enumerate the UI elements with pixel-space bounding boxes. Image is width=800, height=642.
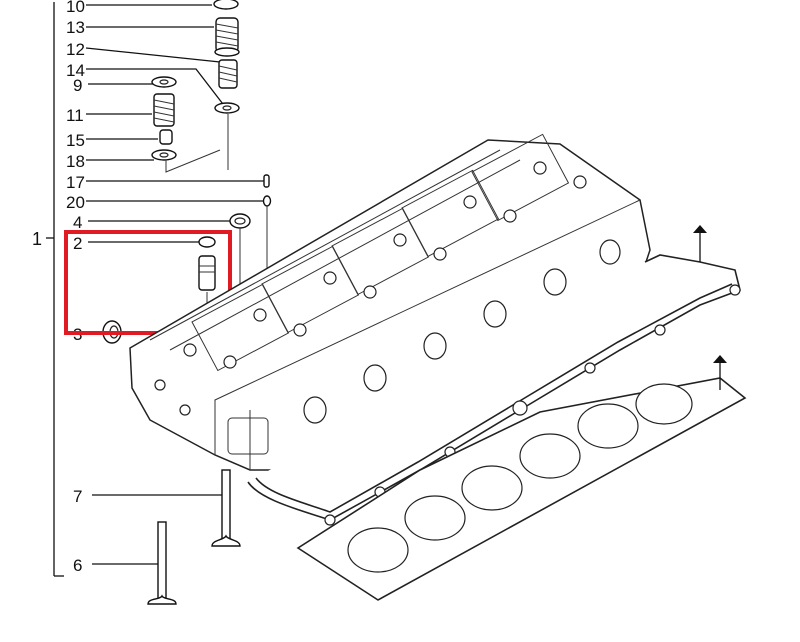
callout-14: 14 [66,61,85,80]
callout-4: 4 [73,213,82,232]
highlight-box [64,230,232,335]
head-cylinder-sections [191,133,570,372]
head-gasket-bores [347,383,693,573]
spring-12 [218,59,238,89]
spring-13 [214,17,240,57]
up-arrow-icon [693,225,707,262]
up-arrow-icon [713,355,727,390]
callout-1: 1 [32,229,42,249]
callout-12: 12 [66,40,85,59]
rocker-cover-gasket [247,254,741,526]
head-end-plate [227,417,269,455]
callout-20: 20 [66,193,85,212]
valve-train-parts [102,0,272,344]
leader-lines [85,4,264,565]
callout-11: 11 [66,106,84,125]
head-side-ports [303,239,621,424]
callout-6: 6 [73,556,82,575]
callout-17: 17 [66,173,85,192]
callout-13: 13 [66,18,85,37]
callout-10: 10 [66,0,85,16]
callout-18: 18 [66,152,85,171]
pin-17 [263,174,270,188]
callout-labels: 10 13 12 14 9 11 15 18 17 20 4 1 2 3 7 6 [32,0,85,575]
callout-2: 2 [73,234,82,253]
head-bolt-bosses [183,161,587,369]
callout-7: 7 [73,487,82,506]
seal-15 [159,129,173,145]
head-gasket [296,377,747,601]
assembly-bracket [46,2,64,577]
valve-7 [211,469,241,547]
o-ring-2 [198,236,216,248]
callout-9: 9 [73,76,82,95]
callout-15: 15 [66,131,85,150]
spring-11 [153,93,175,127]
cylinder-head [129,133,651,471]
seal-20 [262,195,272,207]
washer-10 [213,0,239,10]
valve-6 [147,521,177,605]
